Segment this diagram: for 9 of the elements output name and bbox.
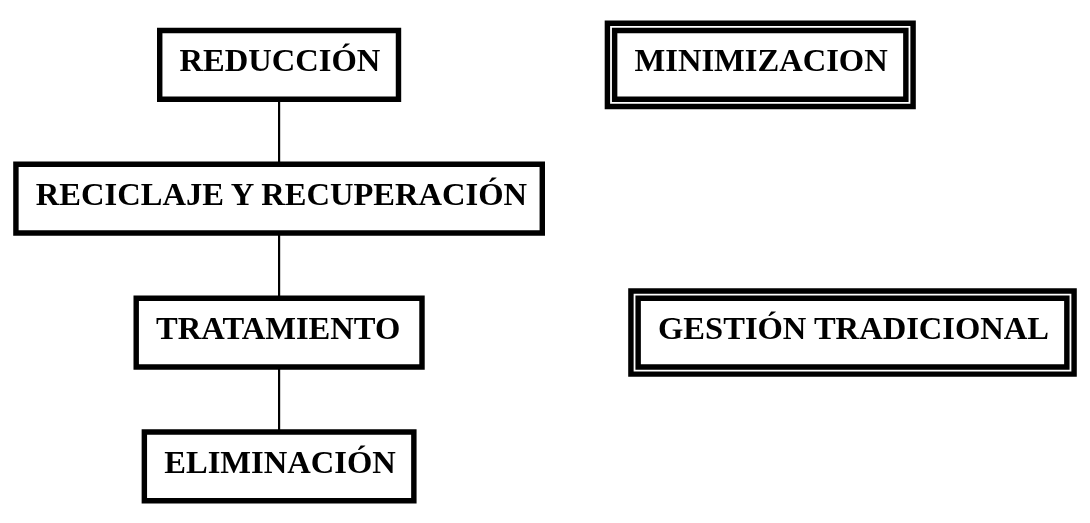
connector (278, 366, 281, 431)
node-box: MINIMIZACION (604, 20, 916, 109)
node-box: GESTIÓN TRADICIONAL (628, 287, 1077, 377)
node-box: TRATAMIENTO (133, 294, 425, 370)
connector (278, 99, 281, 164)
node-box: ELIMINACIÓN (141, 428, 417, 503)
node-box: RECICLAJE Y RECUPERACIÓN (13, 161, 545, 236)
node-box: REDUCCIÓN (157, 27, 402, 102)
connector (278, 232, 281, 297)
